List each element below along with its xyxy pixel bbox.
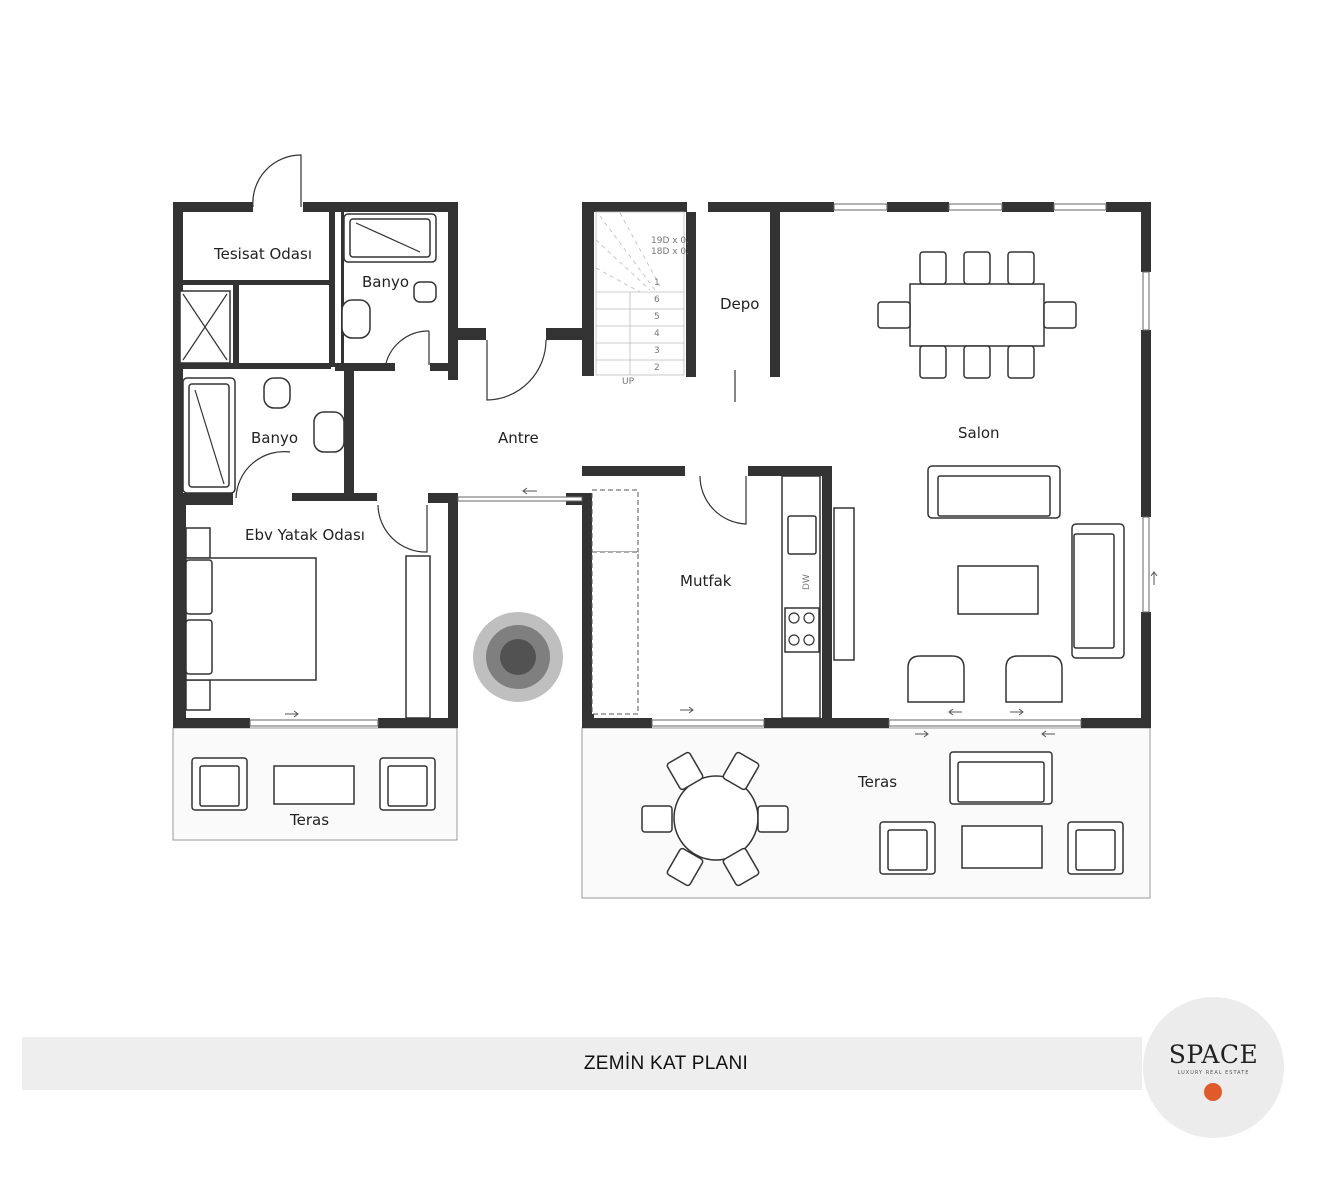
logo-name: SPACE	[1168, 1040, 1259, 1069]
stair-up-label: UP	[622, 377, 635, 387]
room-label-banyo-top: Banyo	[362, 273, 409, 291]
stair-dim-1: 19D x 0.	[651, 236, 689, 246]
shaft	[179, 290, 231, 364]
plan-title: ZEMİN KAT PLANI	[583, 1053, 749, 1074]
room-label-depo: Depo	[720, 295, 759, 313]
living-set	[907, 465, 1125, 703]
room-label-ebv: Ebv Yatak Odası	[245, 526, 365, 544]
stair-step-1: 1	[654, 278, 660, 288]
room-label-antre: Antre	[498, 429, 539, 447]
kitchen-furniture: DW	[591, 475, 855, 719]
slide-arrows	[285, 487, 1158, 738]
stair-step-4: 4	[654, 329, 660, 339]
stair-step-5: 5	[654, 312, 660, 322]
walls	[173, 202, 1151, 728]
room-label-teras-left: Teras	[289, 811, 329, 829]
windows	[249, 203, 1150, 727]
right-terrace-furniture	[641, 751, 1124, 887]
doors	[235, 154, 747, 553]
bath-top-fixtures	[341, 213, 437, 339]
bath-left-fixtures	[182, 377, 345, 494]
dishwasher-label: DW	[802, 574, 812, 590]
stair-dim-2: 18D x 0.	[651, 247, 689, 257]
brand-logo: SPACE LUXURY REAL ESTATE	[1143, 997, 1284, 1138]
stair-step-2: 2	[654, 363, 660, 373]
room-label-mutfak: Mutfak	[680, 572, 732, 590]
footer-bar	[22, 1037, 1142, 1090]
stair-step-6: 6	[654, 295, 660, 305]
room-label-teras-right: Teras	[857, 773, 897, 791]
room-labels: Tesisat Odası Banyo Banyo Antre Depo Sal…	[213, 245, 1000, 829]
bedroom-furniture	[185, 527, 431, 719]
room-label-tesisat: Tesisat Odası	[213, 245, 312, 263]
room-label-banyo-left: Banyo	[251, 429, 298, 447]
logo-dot-icon	[1204, 1083, 1222, 1101]
left-terrace-furniture	[191, 757, 436, 811]
logo-subtitle: LUXURY REAL ESTATE	[1177, 1070, 1250, 1076]
stairs: 19D x 0. 18D x 0. 6 5 4 3 2 1 UP	[595, 211, 689, 387]
tree	[473, 612, 563, 702]
dining-set	[877, 251, 1077, 379]
floor-plan: 19D x 0. 18D x 0. 6 5 4 3 2 1 UP DW	[172, 154, 1158, 899]
stair-step-3: 3	[654, 346, 660, 356]
room-label-salon: Salon	[958, 424, 1000, 442]
